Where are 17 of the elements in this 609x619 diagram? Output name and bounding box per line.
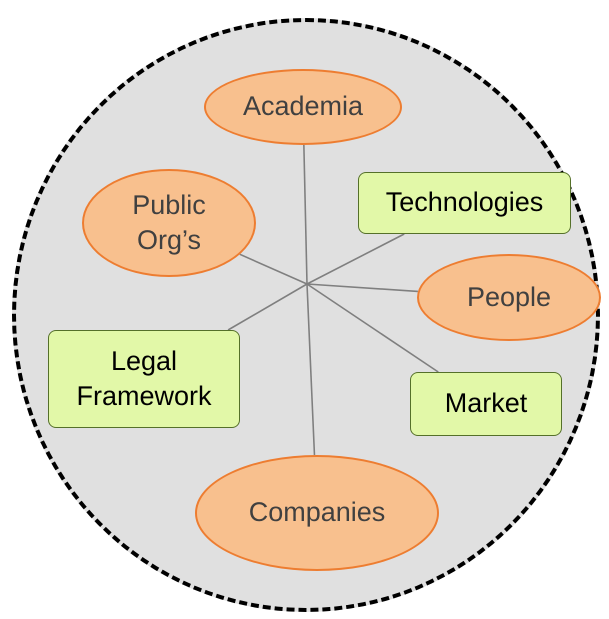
connector-line [303,144,308,284]
process-box [358,172,571,234]
node-label: Companies [248,496,386,530]
connector-line [306,283,418,292]
node-label: Academia [242,90,364,124]
connector-line [306,284,316,456]
node-label: Market [444,387,528,420]
process-box [48,330,240,428]
connector-line [228,283,308,331]
connector-line [240,254,308,285]
node-label: Technologies [386,186,544,220]
connector-line [306,233,405,285]
node-label: Public Org’s [131,188,207,257]
process-box [410,372,562,436]
node-label: People [466,280,552,314]
node-label: Legal Framework [75,344,212,413]
connector-line [306,283,439,373]
